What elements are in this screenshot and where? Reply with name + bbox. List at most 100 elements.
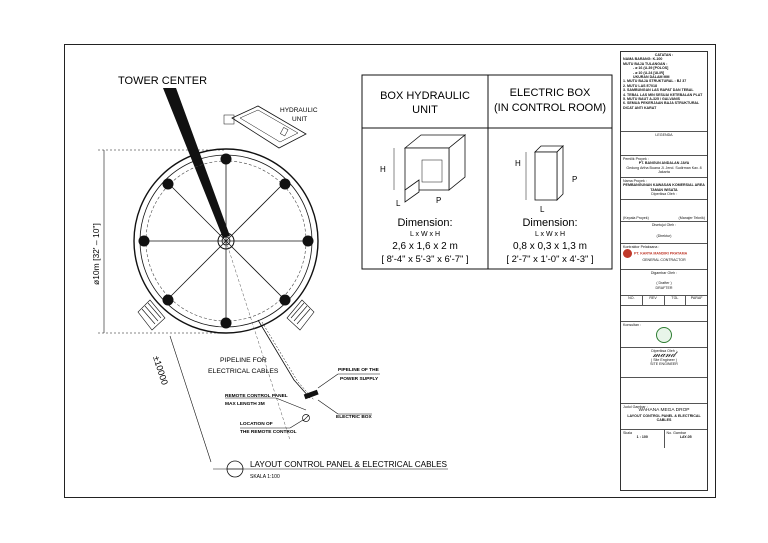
- radius-dim-line: [169, 335, 212, 463]
- layout-scale: SKALA 1:100: [250, 474, 280, 480]
- revision-body: [621, 306, 707, 322]
- radius-dim-label: ±10000: [151, 355, 170, 387]
- remote-control-symbol: [302, 414, 310, 422]
- note-line: MUTU BAJA TULANGAN :: [623, 61, 668, 66]
- drawing-title-2: LAYOUT CONTROL PANEL & ELECTRICAL CABLES: [627, 413, 701, 423]
- remote-panel-label-2: MAX LENGTH 3M: [225, 401, 265, 407]
- col2-header-1: ELECTRIC BOX: [510, 87, 591, 99]
- drawing-title-1: WAHANA MEGA DROP: [638, 408, 690, 414]
- note-line: 2. MUTU LAS E7018: [623, 83, 657, 88]
- notes-section: CATATAN : NAMA BARANG: K-100 MUTU BAJA T…: [621, 52, 707, 132]
- remote-panel-leader-2: [275, 397, 307, 411]
- diameter-dimension: [98, 149, 224, 334]
- drawn-label: Digambar Oleh :: [650, 271, 678, 275]
- sheet-value: LAY-05: [679, 435, 692, 440]
- approved-label: Disetujui Oleh :: [651, 223, 677, 227]
- verified-label: Diperiksa Oleh :: [651, 349, 677, 353]
- title-block: CATATAN : NAMA BARANG: K-100 MUTU BAJA T…: [620, 51, 708, 491]
- note-line: UKURAN DALAM MM: [633, 75, 670, 80]
- stair-right: [286, 299, 315, 331]
- location-remote-label-2: THE REMOTE CONTROL: [240, 429, 297, 435]
- pipeline-label-2: ELECTRICAL CABLES: [208, 368, 279, 375]
- consultant-logo-icon: [656, 327, 672, 344]
- box-h-label: H: [380, 165, 386, 174]
- pipeline-label-1: PIPELINE FOR: [220, 357, 267, 364]
- layout-title: LAYOUT CONTROL PANEL & ELECTRICAL CABLES: [250, 460, 448, 469]
- drafter-title: DRAFTER: [655, 285, 673, 290]
- rev-col-no: NO.: [621, 296, 643, 305]
- ebox-p-label: P: [572, 175, 577, 184]
- col1-header-1: BOX HYDRAULIC: [380, 90, 470, 102]
- scale-value: 1 : 100: [636, 435, 648, 440]
- col2-header-2: (IN CONTROL ROOM): [494, 102, 606, 114]
- verification-section: Diperiksa Oleh : 𝓂𝒶𝓃𝒹 ( Site Engineer ) …: [621, 348, 707, 378]
- electric-box-plan: [303, 389, 319, 400]
- electric-box-leader: [317, 399, 339, 415]
- project-label: Nama Proyek :: [623, 179, 647, 183]
- reviewer-label: Diperiksa Oleh :: [651, 192, 677, 197]
- note-line: 1. MUTU BAJA STRUKTURAL : BJ 37: [623, 79, 687, 84]
- signature-scribble-icon: 𝓂𝒶𝓃𝒹: [652, 350, 676, 361]
- owner-section: Pemilik Proyek : PT. BANGUN ANDALAN JAYA…: [621, 156, 707, 178]
- seat-dots: [138, 153, 314, 329]
- scale-label: Skala: [623, 431, 632, 435]
- location-remote-leader-2: [289, 419, 304, 429]
- project-name: PEMBANGUNAN KAWASAN KOMERSIAL AREA TAMAN…: [623, 183, 705, 192]
- power-supply-label-1: PIPELINE OF THE: [338, 367, 380, 373]
- col1-dim-formula: L x W x H: [410, 231, 440, 238]
- note-line: 5. MUTU BAUT A-325 / GALVANIS: [623, 97, 681, 102]
- hydraulic-unit-drawing: [231, 105, 307, 149]
- owner-label: Pemilik Proyek :: [623, 157, 649, 161]
- revision-header: NO. REV TGL PARAF: [621, 296, 707, 306]
- dimension-table-frame: [361, 74, 613, 270]
- hydraulic-small-label-box: [223, 114, 235, 125]
- tower-arm: [163, 88, 230, 238]
- ebox-l-label: L: [540, 205, 545, 214]
- col2-dim-formula: L x W x H: [535, 231, 565, 238]
- drafter-name: ( Drafter ): [656, 281, 672, 286]
- contractor-section: Kontraktor Pelaksana : PT. KARYA MANDIRI…: [621, 244, 707, 270]
- rev-col-initial: PARAF: [690, 296, 703, 300]
- note-line: 6. SEMUA PEKERJAAN BAJA STRUKTURAL DICAT…: [623, 101, 700, 110]
- drafter-section: Digambar Oleh : ( Drafter ) DRAFTER: [621, 270, 707, 296]
- col2-dim-label: Dimension:: [522, 217, 577, 229]
- electric-box-leader-label: ELECTRIC BOX: [336, 414, 373, 420]
- verified-sub: SITE ENGINEER: [650, 362, 678, 367]
- drawing-title-label: Judul Gambar :: [623, 405, 648, 409]
- power-supply-leader: [317, 373, 339, 389]
- note-line: - ø 16 (U-39 [POLOS]: [633, 66, 669, 71]
- hydraulic-label-1: HYDRAULIC: [280, 107, 318, 114]
- owner-name: PT. BANGUN ANDALAN JAYA: [638, 161, 690, 166]
- drawing-sheet-border: [64, 44, 716, 498]
- rev-col-rev: REV: [643, 296, 665, 305]
- stair-left: [137, 299, 166, 331]
- contractor-sub: GENERAL CONTRACTOR: [642, 258, 686, 263]
- sign-center: (Direktur): [656, 234, 672, 239]
- col1-metric: 2,6 x 1,6 x 2 m: [392, 241, 458, 252]
- verified-name: ( Site Engineer ): [651, 357, 677, 362]
- ebox-h-label: H: [515, 159, 521, 168]
- rev-col-date: TGL: [665, 296, 687, 305]
- pipeline-cable: [257, 319, 311, 399]
- location-remote-label-1: LOCATION OF: [240, 421, 273, 427]
- blank-grid-section: [621, 378, 707, 404]
- legend-label: LEGENDA: [655, 133, 673, 137]
- consultant-label: Konsultan :: [623, 323, 641, 327]
- sheet-cell: No. Gambar LAY-05: [665, 430, 708, 448]
- hydraulic-label-2: UNIT: [292, 116, 307, 123]
- tower-center-label: TOWER CENTER: [118, 75, 207, 87]
- scale-sheet-row: Skala 1 : 100 No. Gambar LAY-05: [621, 430, 707, 448]
- col2-metric: 0,8 x 0,3 x 1,3 m: [513, 241, 587, 252]
- col1-header-2: UNIT: [412, 104, 438, 116]
- contractor-name: PT. KARYA MANDIRI PRATAMA: [634, 251, 688, 256]
- notes-heading: CATATAN :: [654, 53, 674, 57]
- col1-dim-label: Dimension:: [397, 217, 452, 229]
- radius-guide-line: [225, 240, 291, 441]
- box-hydraulic-isometric: [403, 134, 467, 203]
- note-line: 4. TEBAL LAS MIN SESUAI KETEBALAN PLAT: [623, 92, 703, 97]
- consultant-section: Konsultan :: [621, 322, 707, 348]
- drawing-title-section: Judul Gambar : WAHANA MEGA DROP LAYOUT C…: [621, 404, 707, 430]
- power-supply-label-2: POWER SUPPLY: [340, 376, 379, 382]
- owner-address: Gedung Artha Buana Jl. Jend. Sudirman Ka…: [626, 165, 702, 175]
